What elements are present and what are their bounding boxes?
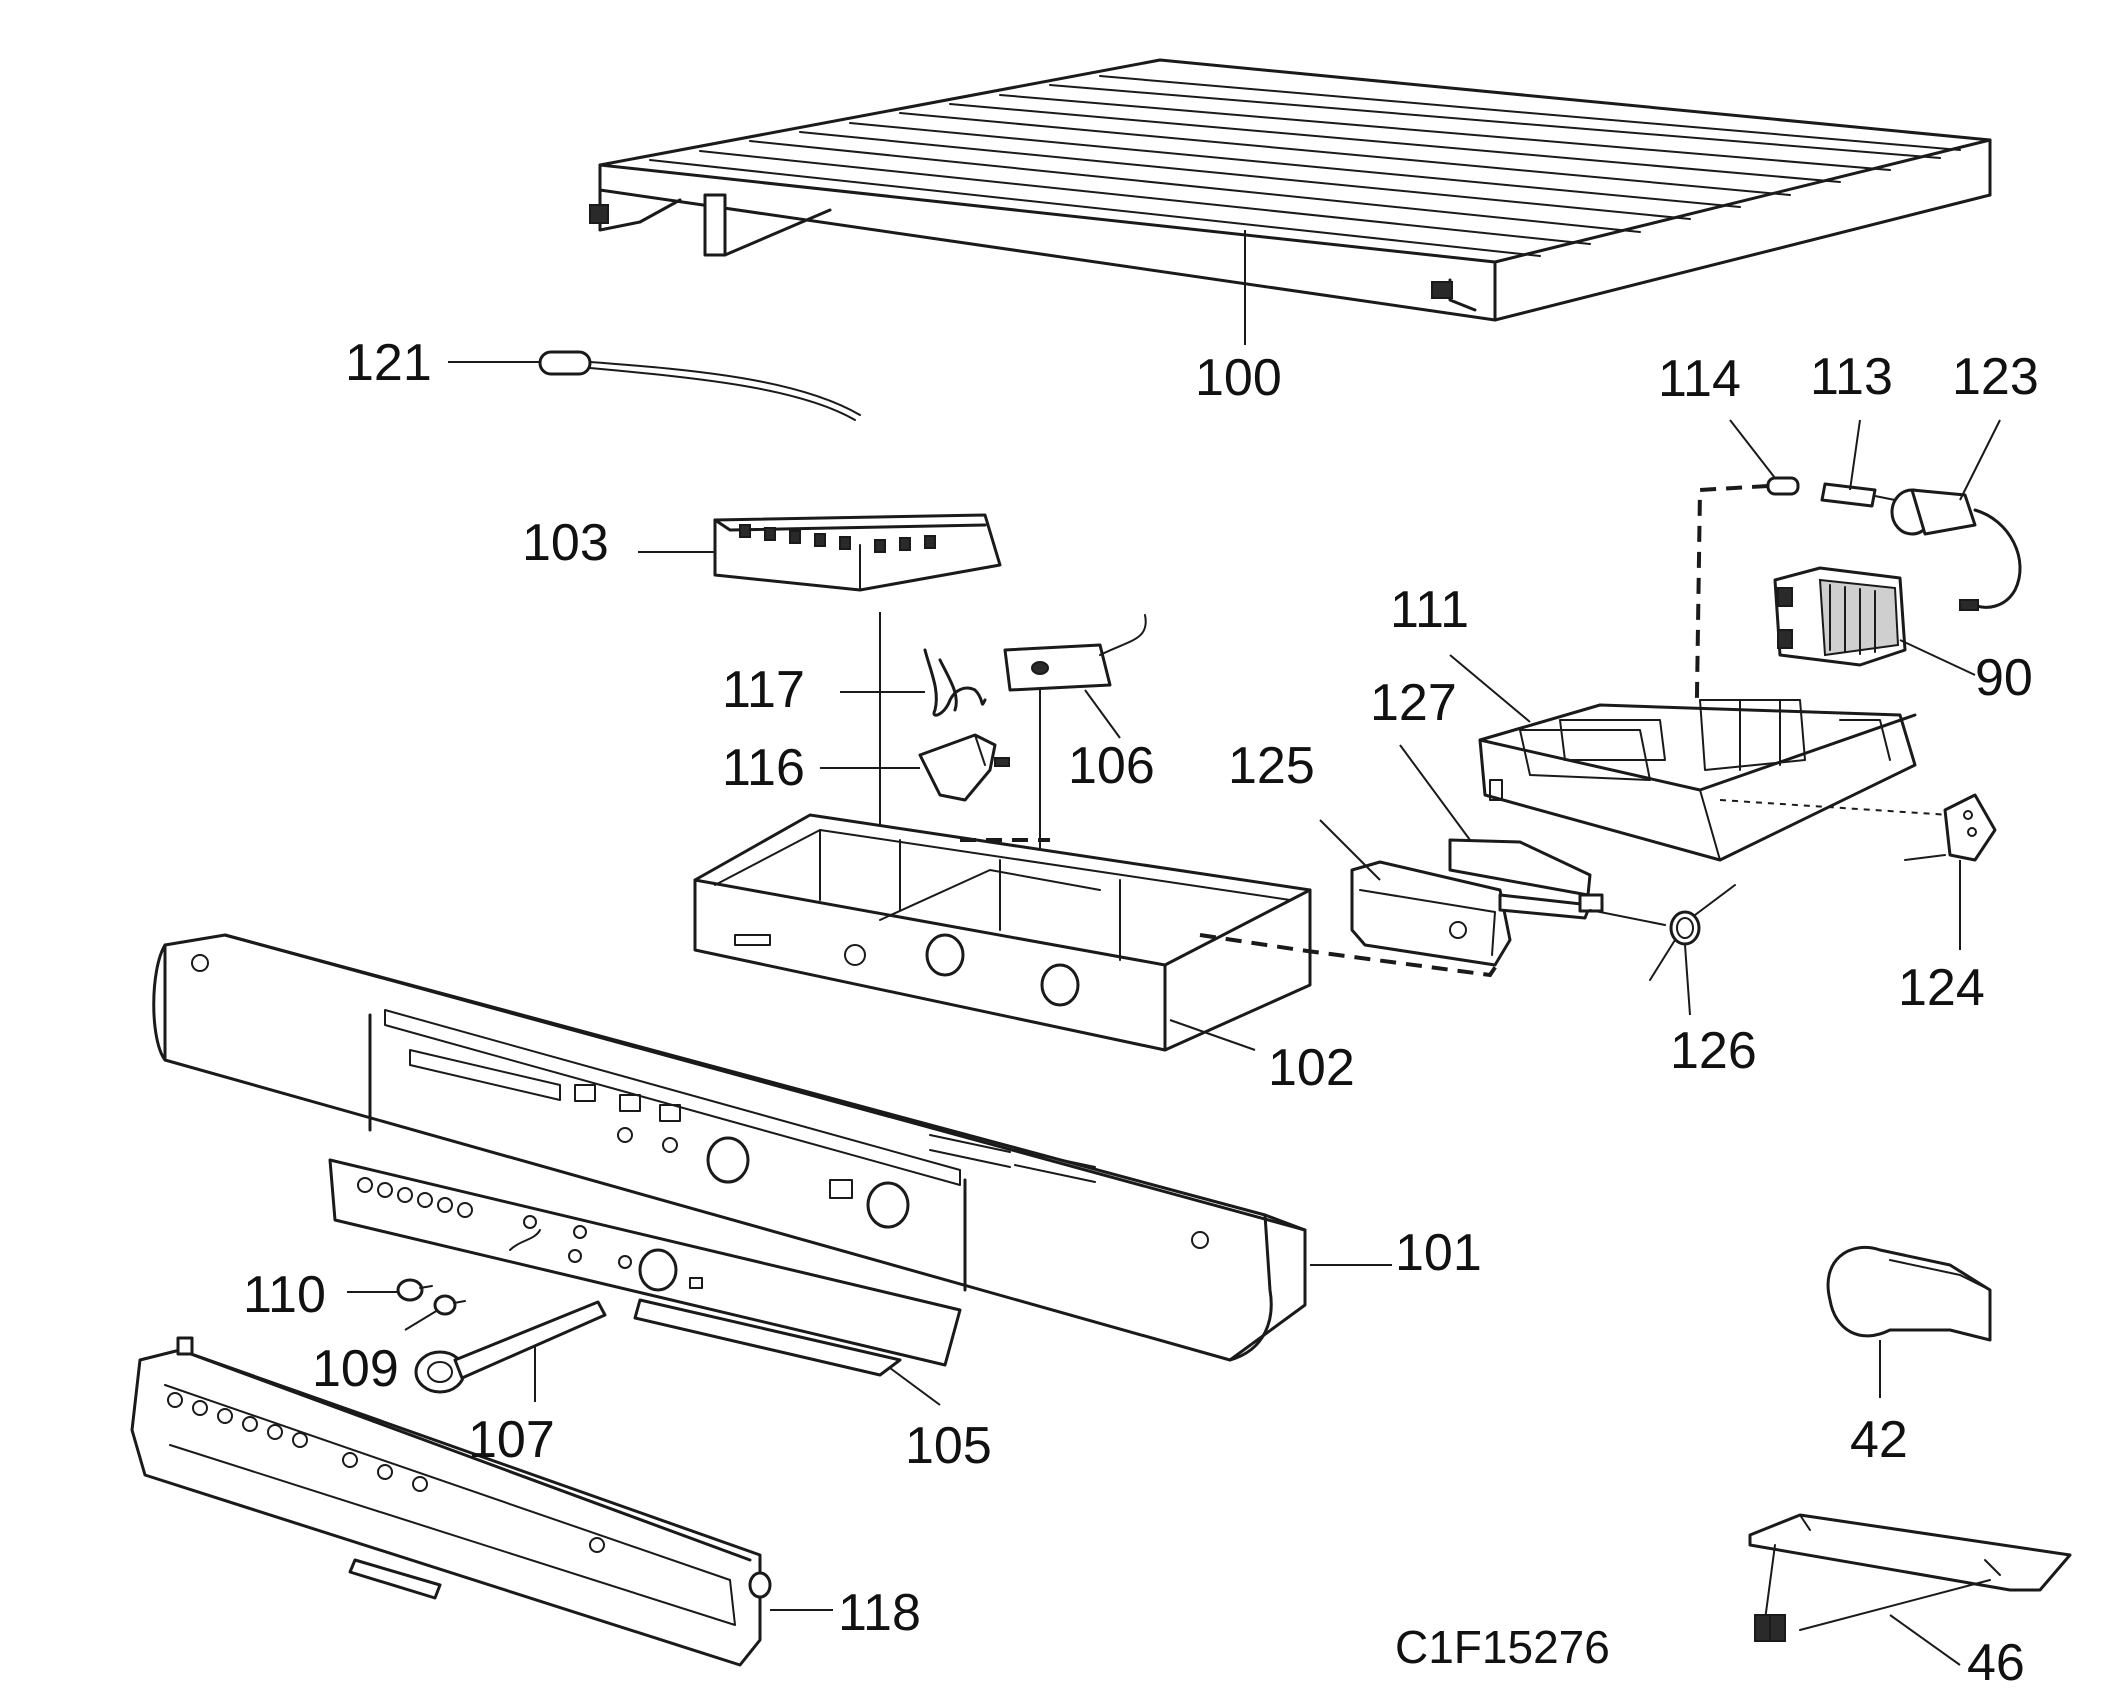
- callout-100: 100: [1195, 349, 1282, 407]
- callout-46: 46: [1967, 1634, 2025, 1692]
- callout-123: 123: [1952, 348, 2039, 406]
- part-46-support: [1748, 1513, 2072, 1642]
- module-link-line: [1719, 799, 1951, 816]
- part-110-indicator: [396, 1278, 433, 1302]
- part-103-terminal-block: [713, 513, 1002, 592]
- callout-116: 116: [722, 739, 805, 797]
- part-101-front-bar: [152, 933, 1307, 1362]
- part-125-lever: [1350, 860, 1604, 967]
- wire-route-dashed-2: [1199, 933, 1502, 978]
- callout-127: 127: [1370, 674, 1457, 732]
- diagram-code: C1F15276: [1395, 1621, 1610, 1673]
- part-100-shelf: [589, 58, 1992, 322]
- callout-118: 118: [838, 1584, 921, 1642]
- callout-113: 113: [1810, 348, 1893, 406]
- callout-126: 126: [1670, 1022, 1757, 1080]
- callout-90: 90: [1975, 649, 2033, 707]
- part-127-cover: [1448, 838, 1592, 897]
- part-90-transformer: [1773, 566, 1907, 667]
- callout-124: 124: [1898, 959, 1985, 1017]
- callout-106: 106: [1068, 737, 1155, 795]
- part-126-spring: [1589, 884, 1736, 981]
- part-114-bulb: [1766, 476, 1800, 496]
- callout-109: 109: [312, 1340, 399, 1398]
- callout-110: 110: [243, 1266, 326, 1324]
- callout-107: 107: [468, 1411, 555, 1469]
- callout-117: 117: [722, 661, 805, 719]
- callout-105: 105: [905, 1417, 992, 1475]
- part-109-indicator: [433, 1294, 466, 1316]
- part-102-housing: [693, 813, 1312, 1052]
- part-42-knob: [1826, 1245, 1992, 1342]
- part-124-bracket: [1904, 793, 1997, 862]
- part-123-lamp-socket: [1890, 488, 2022, 611]
- callout-125: 125: [1228, 737, 1315, 795]
- callout-102: 102: [1268, 1039, 1355, 1097]
- part-113-lamp-holder: [1820, 482, 1896, 508]
- callout-labels: 100 121 114 113 123 103 111 90 117 127 1…: [243, 334, 2039, 1692]
- part-121-sensor: [538, 350, 861, 421]
- part-116-bracket: [918, 733, 1010, 802]
- callout-121: 121: [345, 334, 432, 392]
- callout-42: 42: [1850, 1411, 1908, 1469]
- leader-lines: [347, 230, 2001, 1666]
- callout-103: 103: [522, 514, 609, 572]
- callout-111: 111: [1390, 581, 1469, 639]
- part-111-module: [1478, 699, 1917, 862]
- callout-114: 114: [1658, 350, 1741, 408]
- part-106-component: [1003, 614, 1147, 692]
- callout-101: 101: [1395, 1224, 1482, 1282]
- part-105-switch-panel: [328, 1158, 962, 1377]
- part-118-front-trim: [130, 1336, 772, 1667]
- part-117-clip: [923, 648, 987, 717]
- part-107-knob-shaft: [414, 1300, 607, 1394]
